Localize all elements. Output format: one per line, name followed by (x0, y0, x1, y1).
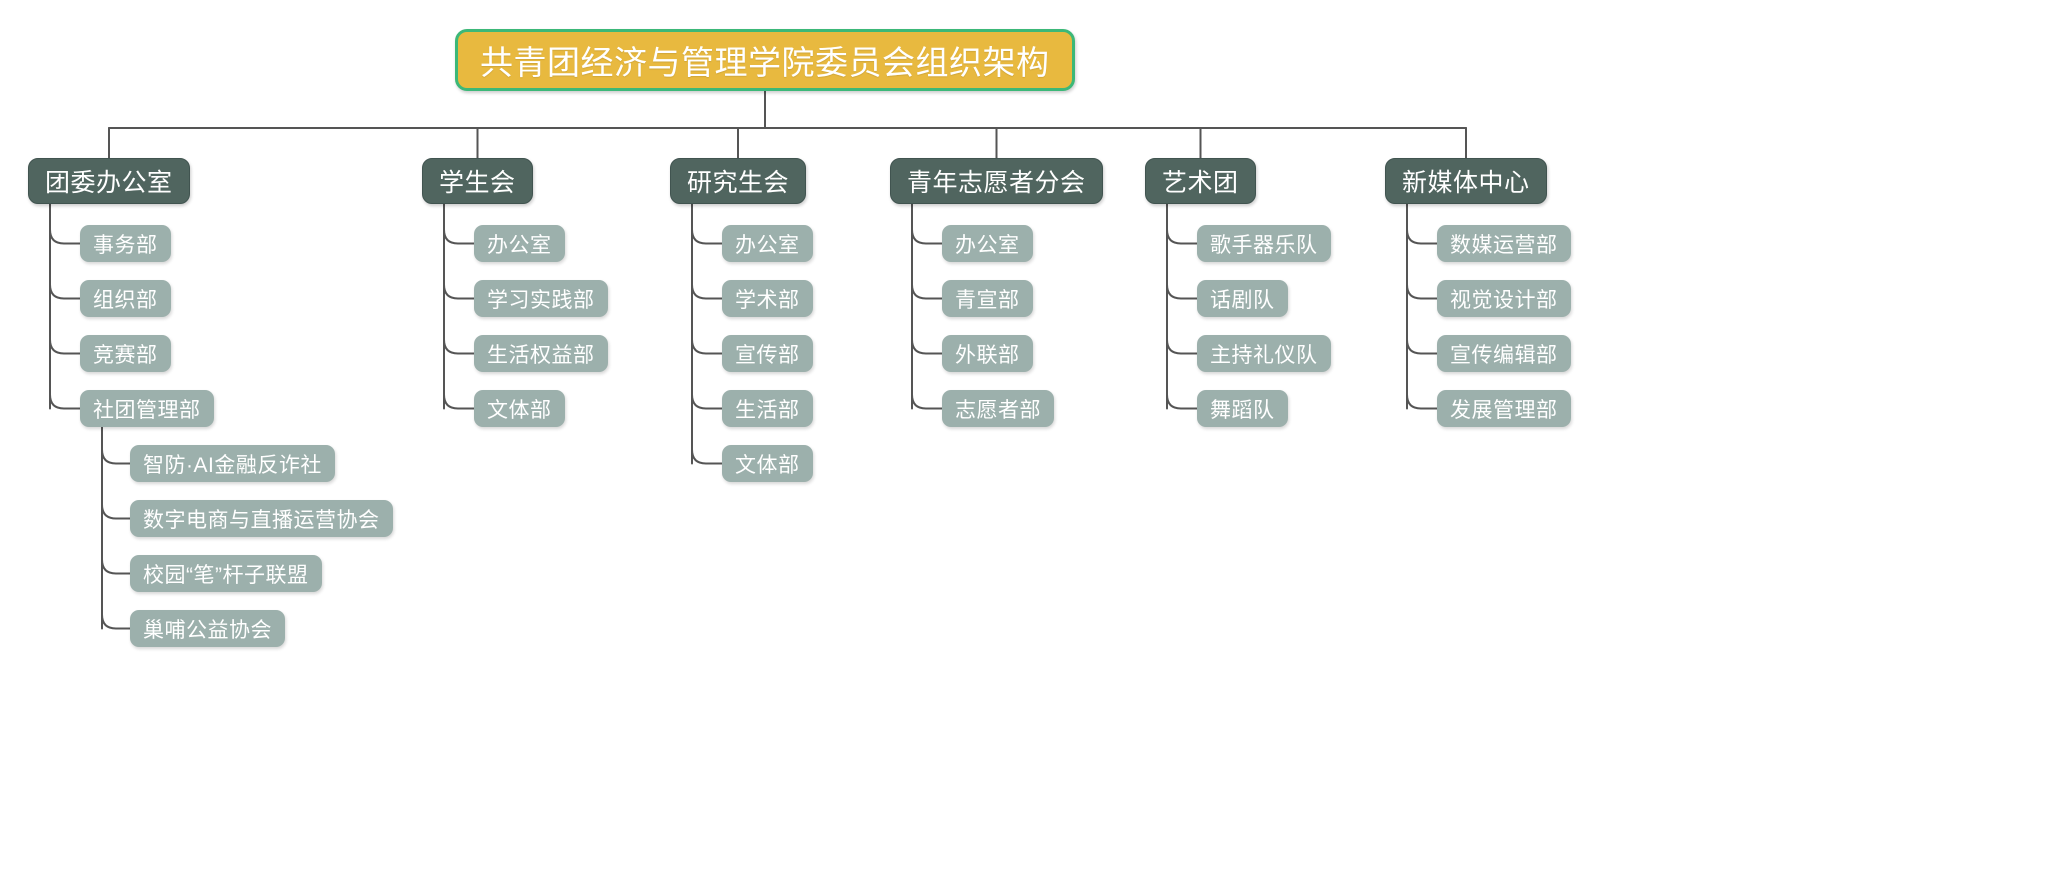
connector (443, 228, 475, 245)
connector (49, 228, 81, 245)
dept-node[interactable]: 宣传部 (722, 335, 813, 372)
dept-node[interactable]: 生活权益部 (474, 335, 608, 372)
branch-node-2[interactable]: 学生会 (422, 158, 533, 204)
dept-node[interactable]: 青宣部 (942, 280, 1033, 317)
dept-node[interactable]: 学术部 (722, 280, 813, 317)
dept-node[interactable]: 文体部 (474, 390, 565, 427)
connector (443, 283, 475, 300)
connector (691, 338, 723, 355)
branch-node-3[interactable]: 研究生会 (670, 158, 807, 204)
dept-node[interactable]: 社团管理部 (80, 390, 214, 427)
connector (691, 448, 723, 465)
dept-node[interactable]: 办公室 (722, 225, 813, 262)
club-node[interactable]: 智防·AI金融反诈社 (130, 445, 335, 482)
connector (1406, 338, 1438, 355)
dept-node[interactable]: 事务部 (80, 225, 171, 262)
branch-node-4[interactable]: 青年志愿者分会 (890, 158, 1103, 204)
dept-node[interactable]: 办公室 (474, 225, 565, 262)
connector (443, 393, 475, 410)
connector (101, 613, 131, 630)
club-node[interactable]: 校园“笔”杆子联盟 (130, 555, 322, 592)
dept-node[interactable]: 歌手器乐队 (1197, 225, 1331, 262)
dept-node[interactable]: 办公室 (942, 225, 1033, 262)
connector (1166, 393, 1198, 410)
connector (101, 503, 131, 520)
connector (49, 283, 81, 300)
dept-node[interactable]: 宣传编辑部 (1437, 335, 1571, 372)
club-node[interactable]: 数字电商与直播运营协会 (130, 500, 393, 537)
connector (1406, 393, 1438, 410)
connector (691, 393, 723, 410)
dept-node[interactable]: 主持礼仪队 (1197, 335, 1331, 372)
branch-node-1[interactable]: 团委办公室 (28, 158, 190, 204)
dept-node[interactable]: 文体部 (722, 445, 813, 482)
connector (1166, 228, 1198, 245)
dept-node[interactable]: 志愿者部 (942, 390, 1054, 427)
branch-node-5[interactable]: 艺术团 (1145, 158, 1256, 204)
connector (1406, 228, 1438, 245)
dept-node[interactable]: 生活部 (722, 390, 813, 427)
connector (1166, 283, 1198, 300)
connector (1406, 283, 1438, 300)
connector (911, 393, 943, 410)
connector (443, 338, 475, 355)
connector (1166, 338, 1198, 355)
dept-node[interactable]: 组织部 (80, 280, 171, 317)
connector (101, 558, 131, 575)
connector (49, 393, 81, 410)
connector (911, 338, 943, 355)
connector (101, 448, 131, 465)
dept-node[interactable]: 视觉设计部 (1437, 280, 1571, 317)
connector (911, 228, 943, 245)
connector (49, 338, 81, 355)
dept-node[interactable]: 外联部 (942, 335, 1033, 372)
club-node[interactable]: 巢哺公益协会 (130, 610, 285, 647)
chart-title-node[interactable]: 共青团经济与管理学院委员会组织架构 (455, 29, 1075, 91)
dept-node[interactable]: 发展管理部 (1437, 390, 1571, 427)
dept-node[interactable]: 数媒运营部 (1437, 225, 1571, 262)
connector (911, 283, 943, 300)
dept-node[interactable]: 舞蹈队 (1197, 390, 1288, 427)
dept-node[interactable]: 学习实践部 (474, 280, 608, 317)
dept-node[interactable]: 话剧队 (1197, 280, 1288, 317)
connector (691, 228, 723, 245)
dept-node[interactable]: 竞赛部 (80, 335, 171, 372)
branch-node-6[interactable]: 新媒体中心 (1385, 158, 1547, 204)
connector (691, 283, 723, 300)
